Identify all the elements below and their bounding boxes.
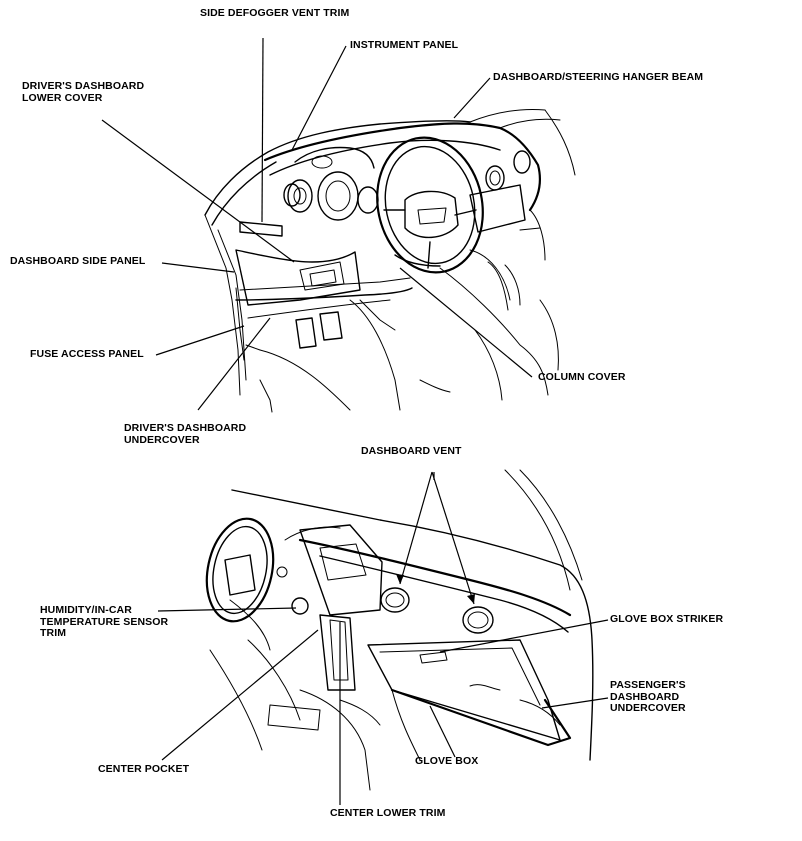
- label-dashboard-vent: DASHBOARD VENT: [361, 445, 462, 457]
- label-instrument-panel: INSTRUMENT PANEL: [350, 39, 459, 51]
- top-view-leader-lines: [101, 37, 533, 411]
- bottom-view-leader-lines: [157, 471, 609, 805]
- label-humidity-sensor-trim: HUMIDITY/IN-CAR TEMPERATURE SENSOR TRIM: [40, 604, 169, 639]
- label-drivers-dashboard-lower-cover: DRIVER'S DASHBOARD LOWER COVER: [22, 80, 145, 104]
- label-drivers-dashboard-undercover: DRIVER'S DASHBOARD UNDERCOVER: [124, 422, 247, 446]
- label-fuse-access-panel: FUSE ACCESS PANEL: [30, 348, 144, 360]
- label-center-pocket: CENTER POCKET: [98, 763, 190, 775]
- label-column-cover: COLUMN COVER: [538, 371, 626, 383]
- label-side-defogger-vent-trim: SIDE DEFOGGER VENT TRIM: [200, 7, 350, 19]
- bottom-view-illustration: [205, 469, 594, 791]
- label-glove-box: GLOVE BOX: [415, 755, 479, 767]
- label-passengers-dashboard-undercover: PASSENGER'S DASHBOARD UNDERCOVER: [610, 679, 686, 714]
- label-dashboard-steering-hanger-beam: DASHBOARD/STEERING HANGER BEAM: [493, 71, 704, 83]
- top-view-illustration: [204, 109, 576, 413]
- label-dashboard-side-panel: DASHBOARD SIDE PANEL: [10, 255, 146, 267]
- label-center-lower-trim: CENTER LOWER TRIM: [330, 807, 446, 819]
- label-glove-box-striker: GLOVE BOX STRIKER: [610, 613, 724, 625]
